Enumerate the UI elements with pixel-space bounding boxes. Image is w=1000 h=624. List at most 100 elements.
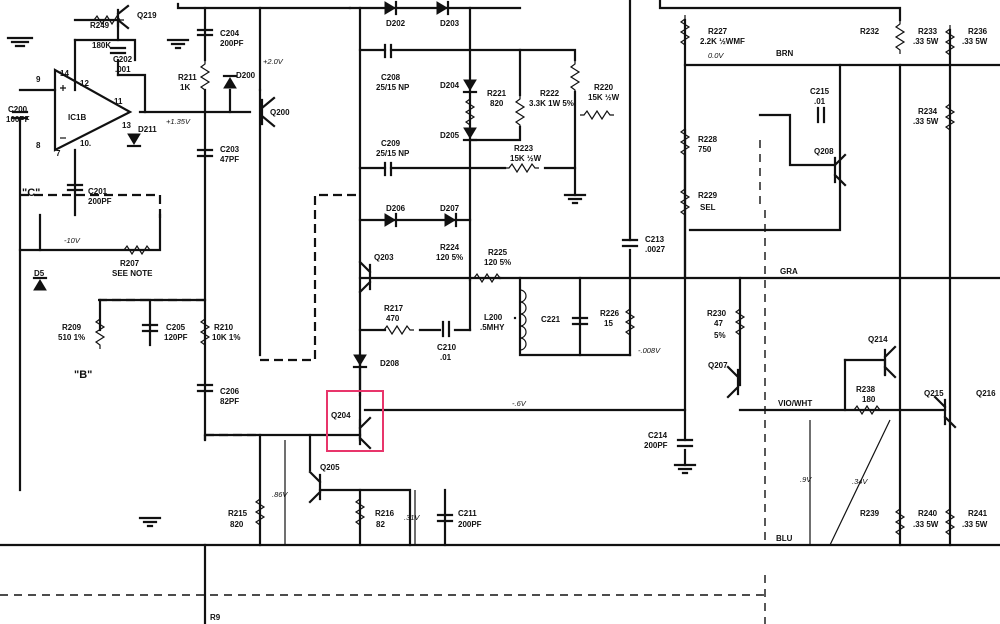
label-r222: R222	[540, 89, 560, 98]
label-l200-value: .5MHY	[480, 323, 505, 332]
label-d205: D205	[440, 131, 460, 140]
label-d200: D200	[236, 71, 256, 80]
label-q207: Q207	[708, 361, 728, 370]
label-r220-value: 15K ½W	[588, 93, 620, 102]
label-r217: R217	[384, 304, 404, 313]
label-q205: Q205	[320, 463, 340, 472]
label-r221-value: 820	[490, 99, 504, 108]
label-c208: C208	[381, 73, 401, 82]
label-q204: Q204	[331, 411, 351, 420]
label-c205-value: 120PF	[164, 333, 188, 342]
label-r228-value: 750	[698, 145, 712, 154]
label-q216: Q216	[976, 389, 996, 398]
label-c209: C209	[381, 139, 401, 148]
label-c203: C203	[220, 145, 240, 154]
label-r228: R228	[698, 135, 718, 144]
label-r241: R241	[968, 509, 988, 518]
label-r216-value: 82	[376, 520, 385, 529]
label-ic1b: IC1B	[68, 113, 86, 122]
label-q203: Q203	[374, 253, 394, 262]
label-q219: Q219	[137, 11, 157, 20]
label-r249-value: 180K	[92, 41, 111, 50]
label-r225-value: 120 5%	[484, 258, 511, 267]
label-r207: R207	[120, 259, 140, 268]
label-r227: R227	[708, 27, 728, 36]
label-c215-value: .01	[814, 97, 826, 106]
label-r210-value: 10K 1%	[212, 333, 240, 342]
label-r211: R211	[178, 73, 197, 82]
label-d207: D207	[440, 204, 460, 213]
voltage-034v: .34V	[852, 477, 868, 486]
label-c221: C221	[541, 315, 561, 324]
label-q214: Q214	[868, 335, 888, 344]
voltage-arrows	[284, 419, 891, 546]
label-pin11: 11	[114, 97, 123, 106]
label-r210: R210	[214, 323, 234, 332]
label-c200-value: 100PF	[6, 115, 30, 124]
voltage-06v: -.6V	[512, 399, 527, 408]
label-r234-value: .33 5W	[913, 117, 939, 126]
label-r209: R209	[62, 323, 82, 332]
highlight-box-q204[interactable]	[326, 390, 384, 452]
label-r233-value: .33 5W	[913, 37, 939, 46]
label-r230-value: 47	[714, 319, 723, 328]
label-r9: R9	[210, 613, 221, 622]
label-c200: C200	[8, 105, 28, 114]
label-r224-value: 120 5%	[436, 253, 463, 262]
label-r240: R240	[918, 509, 938, 518]
label-c211-value: 200PF	[458, 520, 482, 529]
label-c206-value: 82PF	[220, 397, 239, 406]
label-r249: R249	[90, 21, 110, 30]
label-vio-wht: VIO/WHT	[778, 399, 812, 408]
label-c210-value: .01	[440, 353, 452, 362]
label-brn: BRN	[776, 49, 794, 58]
label-c202-value: .001	[115, 65, 131, 74]
label-r227-value: 2.2K ½WMF	[700, 37, 745, 46]
diodes	[32, 0, 478, 369]
label-r223-value: 15K ½W	[510, 154, 542, 163]
label-pin13: 13	[122, 121, 131, 130]
label-d203: D203	[440, 19, 460, 28]
voltage-0008v: -.008V	[638, 346, 661, 355]
label-r226-value: 15	[604, 319, 613, 328]
label-r217-value: 470	[386, 314, 400, 323]
label-q208: Q208	[814, 147, 834, 156]
label-r223: R223	[514, 144, 534, 153]
ground-symbols	[6, 36, 697, 528]
label-c204: C204	[220, 29, 240, 38]
label-c204-value: 200PF	[220, 39, 244, 48]
label-r220: R220	[594, 83, 614, 92]
label-r215: R215	[228, 509, 248, 518]
label-c202: C202	[113, 55, 133, 64]
label-d202: D202	[386, 19, 406, 28]
label-c213: C213	[645, 235, 665, 244]
label-r239: R239	[860, 509, 880, 518]
label-c213-value: .0027	[645, 245, 666, 254]
label-r211-value: 1K	[180, 83, 190, 92]
label-r221: R221	[487, 89, 507, 98]
label-d204: D204	[440, 81, 460, 90]
voltage-09v: .9V	[800, 475, 812, 484]
label-r215-value: 820	[230, 520, 244, 529]
label-c214-value: 200PF	[644, 441, 668, 450]
label-pin8: 8	[36, 141, 41, 150]
label-d208: D208	[380, 359, 400, 368]
label-r236: R236	[968, 27, 988, 36]
label-c215: C215	[810, 87, 830, 96]
label-c209-value: 25/15 NP	[376, 149, 410, 158]
label-r234: R234	[918, 107, 938, 116]
label-r233: R233	[918, 27, 938, 36]
label-pin7: 7	[56, 149, 61, 158]
voltage-neg10v: -10V	[64, 236, 81, 245]
label-q200: Q200	[270, 108, 290, 117]
voltage-135v: +1.35V	[166, 117, 191, 126]
label-pin10: 10.	[80, 139, 91, 148]
dashed-boundaries	[0, 140, 766, 624]
label-pin12: 12	[80, 79, 89, 88]
label-c214: C214	[648, 431, 668, 440]
voltage-2v: +2.0V	[263, 57, 284, 66]
label-node-b: "B"	[74, 369, 92, 381]
r221-wire	[468, 48, 522, 142]
label-r238-value: 180	[862, 395, 876, 404]
label-d211: D211	[138, 125, 157, 134]
